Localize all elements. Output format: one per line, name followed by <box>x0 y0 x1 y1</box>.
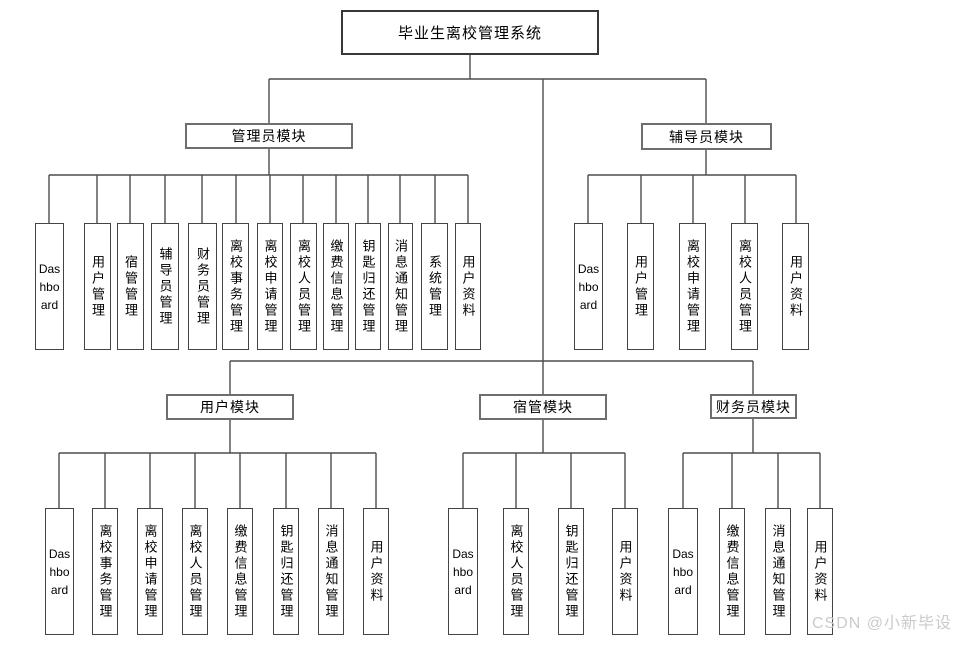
node-label: 消息通知管理 <box>770 523 786 620</box>
user-node-user-profile: 用户资料 <box>363 508 389 635</box>
node-label: 离校事务管理 <box>97 523 113 620</box>
dorm-node-leaving-personnel-management: 离校人员管理 <box>503 508 529 635</box>
admin-node-leaving-application-management: 离校申请管理 <box>257 223 283 350</box>
node-label: 缴费信息管理 <box>724 523 740 620</box>
admin-node-dorm-manager-management: 宿管管理 <box>117 223 144 350</box>
admin-node-dashboard: Dashboard <box>35 223 64 350</box>
node-label: 毕业生离校管理系统 <box>397 25 542 42</box>
finance-node-message-notice-management: 消息通知管理 <box>765 508 791 635</box>
admin-node-counselor-management: 辅导员管理 <box>151 223 179 350</box>
dorm-node-dashboard: Dashboard <box>448 508 478 635</box>
node-label: 辅导员模块 <box>669 128 744 145</box>
node-label: 钥匙归还管理 <box>563 523 579 620</box>
node-label: 用户管理 <box>90 254 105 319</box>
node-label: 用户资料 <box>368 539 384 604</box>
node-label: 用户资料 <box>617 539 633 604</box>
admin-node-leaving-affairs-management: 离校事务管理 <box>222 223 249 350</box>
node-label: 消息通知管理 <box>323 523 339 620</box>
node-label: 系统管理 <box>427 254 442 319</box>
module-node-counselor: 辅导员模块 <box>641 123 772 150</box>
module-node-user: 用户模块 <box>166 394 294 420</box>
csdn-watermark: CSDN @小新毕设 <box>811 615 952 632</box>
node-label: 用户资料 <box>788 254 803 319</box>
node-label: Dashboard <box>452 546 474 597</box>
admin-node-leaving-personnel-management: 离校人员管理 <box>290 223 317 350</box>
node-label: 离校申请管理 <box>262 238 278 335</box>
counselor-node-user-management: 用户管理 <box>627 223 654 350</box>
counselor-node-user-profile: 用户资料 <box>782 223 809 350</box>
admin-node-payment-info-management: 缴费信息管理 <box>323 223 349 350</box>
node-label: 宿管模块 <box>513 399 573 415</box>
finance-node-dashboard: Dashboard <box>668 508 698 635</box>
admin-node-key-return-management: 钥匙归还管理 <box>355 223 381 350</box>
node-label: 用户管理 <box>633 254 648 319</box>
node-label: Dashboard <box>48 546 71 597</box>
node-label: 财务员管理 <box>195 246 210 327</box>
node-label: 管理员模块 <box>231 128 307 144</box>
node-label: 消息通知管理 <box>393 238 408 335</box>
node-label: 用户资料 <box>460 254 476 319</box>
node-label: 离校人员管理 <box>737 238 752 335</box>
node-label: 离校申请管理 <box>685 238 700 335</box>
node-label: 离校人员管理 <box>187 523 203 620</box>
module-node-dorm-manager: 宿管模块 <box>479 394 607 420</box>
node-label: 用户模块 <box>200 399 260 415</box>
user-node-key-return-management: 钥匙归还管理 <box>273 508 299 635</box>
node-label: 辅导员管理 <box>157 246 173 327</box>
counselor-node-dashboard: Dashboard <box>574 223 603 350</box>
node-label: 离校人员管理 <box>296 238 311 335</box>
node-label: 钥匙归还管理 <box>278 523 294 620</box>
finance-node-payment-info-management: 缴费信息管理 <box>719 508 745 635</box>
user-node-message-notice-management: 消息通知管理 <box>318 508 344 635</box>
admin-node-system-management: 系统管理 <box>421 223 448 350</box>
node-label: 离校事务管理 <box>228 238 243 335</box>
node-label: Dashboard <box>38 261 61 312</box>
user-node-leaving-personnel-management: 离校人员管理 <box>182 508 208 635</box>
dorm-node-key-return-management: 钥匙归还管理 <box>558 508 584 635</box>
node-label: 用户资料 <box>812 539 828 604</box>
user-node-leaving-affairs-management: 离校事务管理 <box>92 508 118 635</box>
finance-node-user-profile: 用户资料 <box>807 508 833 635</box>
admin-node-user-profile: 用户资料 <box>455 223 481 350</box>
user-node-leaving-application-management: 离校申请管理 <box>137 508 163 635</box>
user-node-dashboard: Dashboard <box>45 508 74 635</box>
admin-node-user-management: 用户管理 <box>84 223 111 350</box>
user-node-payment-info-management: 缴费信息管理 <box>227 508 253 635</box>
module-node-finance: 财务员模块 <box>710 394 797 419</box>
node-label: Dashboard <box>672 546 694 597</box>
node-label: 离校人员管理 <box>508 523 524 620</box>
node-label: 钥匙归还管理 <box>360 238 376 335</box>
node-label: 财务员模块 <box>716 398 791 415</box>
node-label: Dashboard <box>577 261 600 312</box>
node-label: 离校申请管理 <box>142 523 158 620</box>
dorm-node-user-profile: 用户资料 <box>612 508 638 635</box>
node-label: 缴费信息管理 <box>328 238 344 335</box>
admin-node-message-notice-management: 消息通知管理 <box>388 223 413 350</box>
counselor-node-leaving-application-management: 离校申请管理 <box>679 223 706 350</box>
root-node-system-title: 毕业生离校管理系统 <box>341 10 599 55</box>
counselor-node-leaving-personnel-management: 离校人员管理 <box>731 223 758 350</box>
module-node-admin: 管理员模块 <box>185 123 353 149</box>
node-label: 缴费信息管理 <box>232 523 248 620</box>
admin-node-finance-staff-management: 财务员管理 <box>188 223 217 350</box>
node-label: 宿管管理 <box>123 254 138 319</box>
